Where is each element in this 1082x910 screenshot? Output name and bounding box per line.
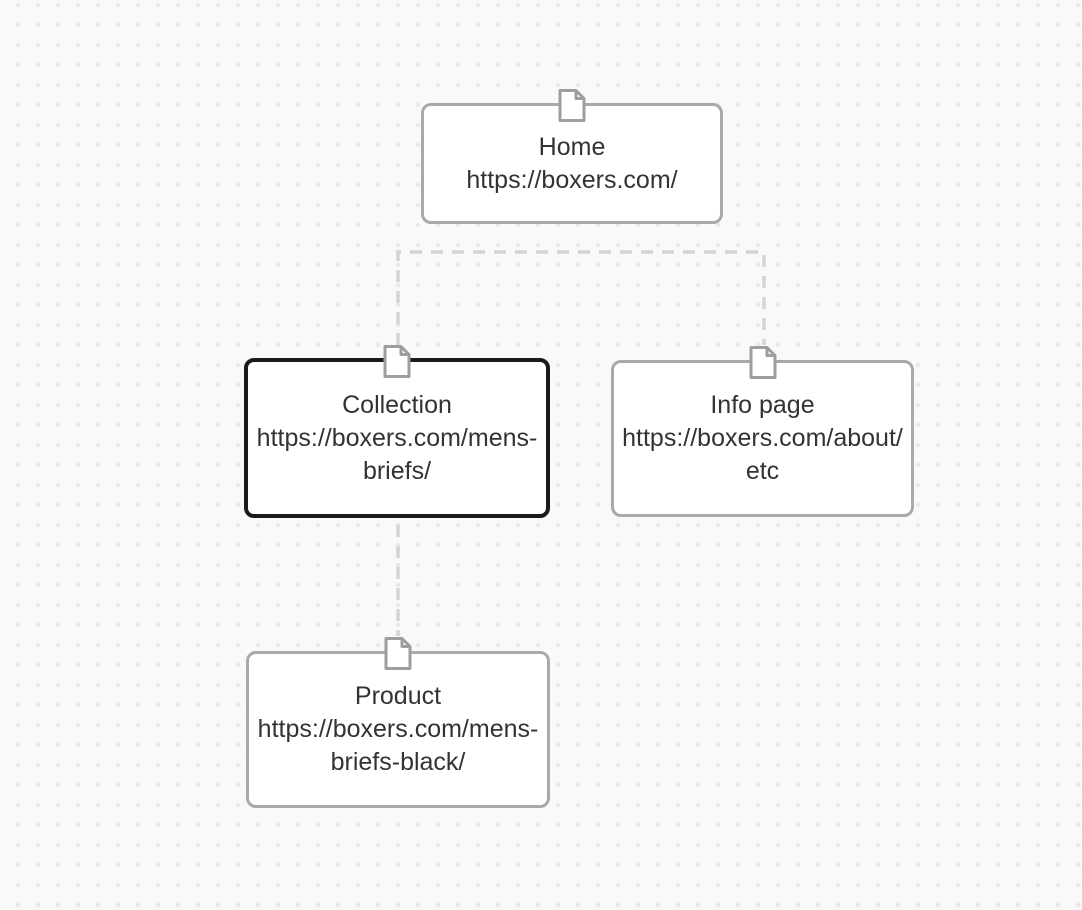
node-url: https://boxers.com/mens-briefs/	[256, 423, 538, 485]
node-url: https://boxers.com/about/ etc	[622, 424, 903, 485]
node-product[interactable]: Product https://boxers.com/mens-briefs-b…	[246, 637, 550, 808]
page-icon	[384, 637, 412, 670]
node-home[interactable]: Home https://boxers.com/	[421, 89, 723, 224]
node-url: https://boxers.com/	[466, 165, 678, 194]
node-info-page[interactable]: Info page https://boxers.com/about/ etc	[611, 346, 914, 517]
node-title: Collection	[342, 390, 452, 419]
connector-home-children	[396, 250, 766, 345]
node-title: Home	[538, 132, 606, 161]
node-title: Product	[354, 682, 442, 710]
node-title: Info page	[710, 391, 815, 419]
node-url: https://boxers.com/mens-briefs-black/	[257, 715, 539, 776]
page-icon	[749, 346, 776, 379]
page-icon	[383, 345, 411, 378]
node-collection[interactable]: Collection https://boxers.com/mens-brief…	[244, 345, 550, 518]
page-icon	[558, 89, 586, 122]
